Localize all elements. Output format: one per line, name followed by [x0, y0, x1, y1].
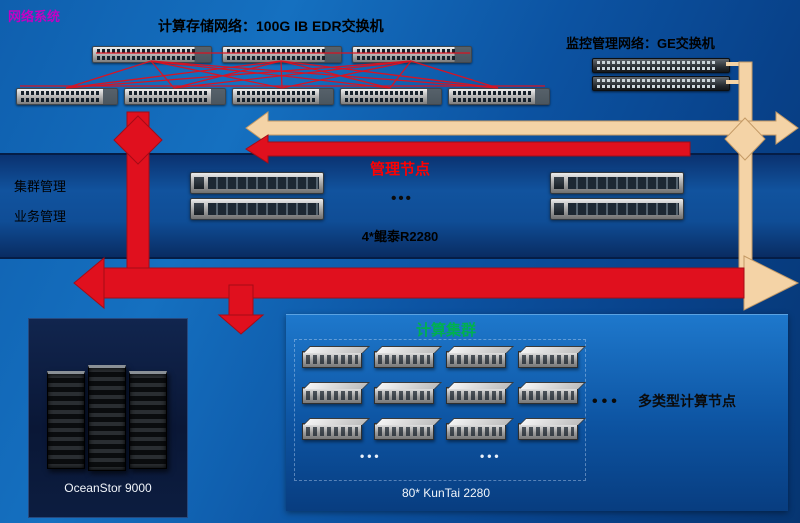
compute-cluster-box: 计算集群 ••• ••• 80* KunTai 2280 ••• 多类型计算节点 [286, 314, 788, 511]
compute-node [446, 351, 506, 368]
compute-node [374, 351, 434, 368]
compute-node [302, 387, 362, 404]
compute-right-ellipsis: ••• [592, 393, 621, 410]
compute-node [302, 423, 362, 440]
storage-rack [129, 371, 167, 469]
cream-horizontal-arrow [245, 111, 799, 145]
compute-cluster-title: 计算集群 [415, 322, 476, 339]
cluster-management-label: 集群管理 [14, 179, 67, 194]
ib-switch [16, 88, 118, 105]
compute-node [446, 387, 506, 404]
ge-switch [592, 58, 730, 73]
compute-node [518, 423, 578, 440]
network-system-label: 网络系统 [8, 9, 61, 24]
red-horizontal-band [97, 267, 745, 299]
red-down-arrowhead [217, 314, 265, 335]
compute-grid-ellipsis: ••• [360, 449, 382, 463]
management-node-model: 4*鲲泰R2280 [361, 229, 439, 244]
ge-switch [592, 76, 730, 91]
compute-nodes-label: 多类型计算节点 [638, 393, 736, 409]
ib-switch [232, 88, 334, 105]
management-server [190, 172, 324, 194]
ib-switch [222, 46, 342, 63]
storage-box: OceanStor 9000 [28, 318, 188, 518]
compute-storage-network-title: 计算存储网络：100G IB EDR交换机 [158, 18, 384, 34]
compute-model-label: 80* KunTai 2280 [401, 486, 491, 500]
compute-node [374, 423, 434, 440]
compute-node [518, 351, 578, 368]
red-down-band [228, 284, 254, 318]
compute-node [518, 387, 578, 404]
storage-rack [88, 365, 126, 471]
management-server [550, 172, 684, 194]
monitor-network-title: 监控管理网络：GE交换机 [566, 36, 715, 51]
management-node-title: 管理节点 [369, 161, 430, 178]
compute-node [374, 387, 434, 404]
compute-node [302, 351, 362, 368]
compute-grid-outline [294, 339, 586, 481]
compute-grid-ellipsis: ••• [480, 449, 502, 463]
ib-switch [448, 88, 550, 105]
management-server [190, 198, 324, 220]
red-left-arrowhead [73, 256, 105, 310]
business-management-label: 业务管理 [14, 209, 67, 224]
management-server [550, 198, 684, 220]
storage-rack [47, 371, 85, 469]
ib-switch [92, 46, 212, 63]
ib-switch [352, 46, 472, 63]
ib-switch [340, 88, 442, 105]
management-ellipsis: ••• [391, 190, 413, 207]
storage-label: OceanStor 9000 [64, 481, 152, 495]
ib-switch [124, 88, 226, 105]
compute-node [446, 423, 506, 440]
cream-right-arrowhead [743, 255, 800, 311]
cream-diamond [724, 117, 766, 161]
